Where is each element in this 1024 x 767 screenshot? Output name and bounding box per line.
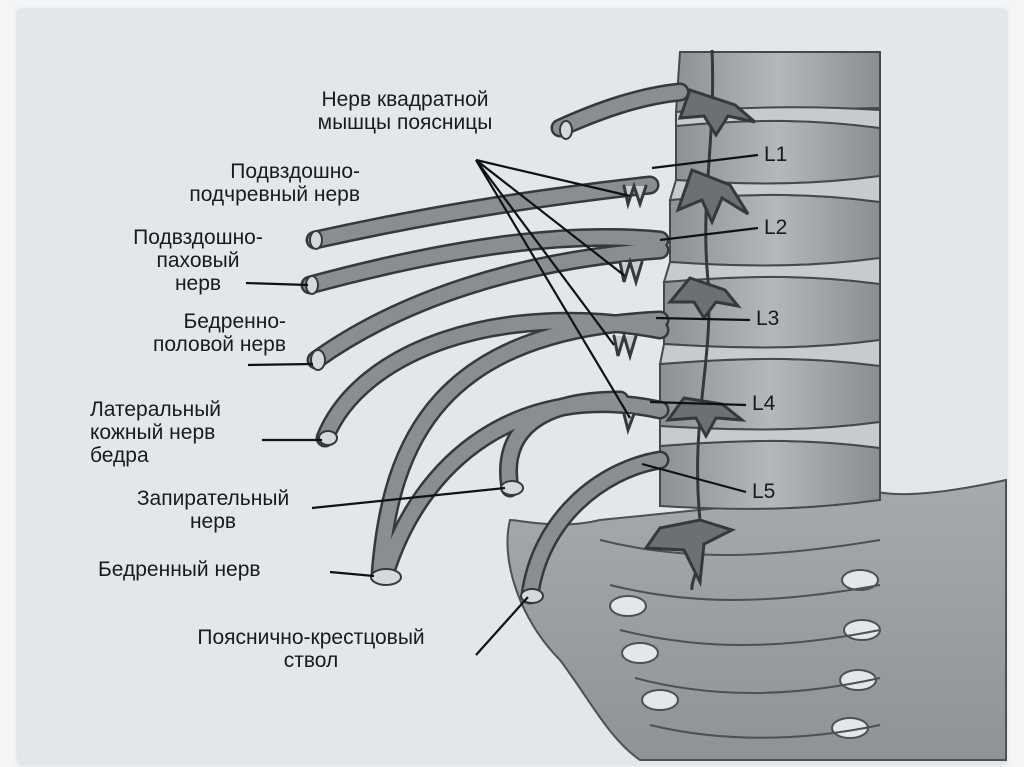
sympathetic-chain — [643, 49, 756, 591]
label-ilioinguinal-nerve: Подвздошно- паховый нерв — [133, 226, 263, 295]
label-genitofemoral-nerve: Бедренно- половой нерв — [152, 310, 286, 356]
label-femoral-nerve: Бедренный нерв — [98, 558, 261, 581]
label-lumbosacral-trunk: Пояснично-крестцовый ствол — [197, 626, 425, 672]
sacral-ridges — [599, 539, 881, 739]
level-label-l4: L4 — [752, 392, 776, 415]
ilioinguinal-nerve-path — [303, 230, 667, 292]
nerve-branches — [300, 82, 690, 605]
lumbosacral-trunk-path — [523, 453, 667, 602]
level-label-l1: L1 — [764, 143, 788, 166]
quadratus-nerve-branch — [553, 85, 687, 135]
level-label-l5: L5 — [752, 480, 776, 503]
label-leader-lines — [245, 153, 759, 656]
femoral-nerve-path — [373, 313, 667, 582]
iliohypogastric-nerve-path — [308, 178, 657, 247]
label-quadratus-lumborum-nerve: Нерв квадратной мышцы поясницы — [317, 88, 493, 134]
sacrum — [506, 478, 1007, 761]
label-obturator-nerve: Запирательный нерв — [136, 487, 290, 533]
label-lateral-femoral-cutaneous-nerve: Латеральный кожный нерв бедра — [90, 398, 222, 467]
label-iliohypogastric-nerve: Подвздошно- подчревный нерв — [189, 160, 360, 206]
level-label-l3: L3 — [756, 307, 780, 330]
level-label-l2: L2 — [764, 216, 788, 239]
genitofemoral-nerve-path — [309, 243, 667, 367]
